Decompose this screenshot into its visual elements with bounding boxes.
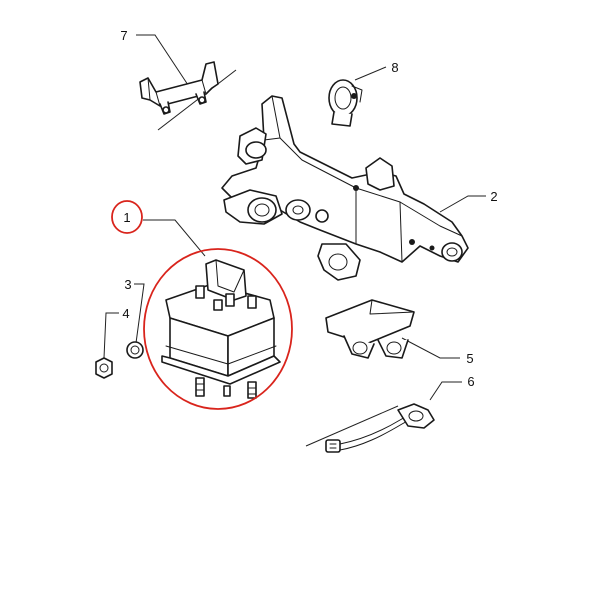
connector-holder-icon bbox=[325, 299, 415, 359]
guide-line-6 bbox=[305, 405, 399, 447]
leader-line-6 bbox=[429, 381, 462, 401]
callout-2: 2 bbox=[490, 189, 497, 204]
leader-line-2 bbox=[439, 195, 486, 213]
leader-line-7 bbox=[136, 34, 191, 89]
relay-module-icon bbox=[161, 259, 281, 399]
relay-module-highlight-circle bbox=[143, 248, 293, 410]
callout-1-highlight-circle bbox=[111, 200, 143, 234]
leader-line-1 bbox=[143, 219, 206, 257]
mounting-bracket-icon bbox=[221, 95, 469, 281]
leader-line-5 bbox=[401, 337, 460, 359]
clamp-bracket-icon bbox=[139, 61, 219, 115]
washer-icon bbox=[126, 341, 144, 359]
highlight-marks bbox=[111, 200, 293, 410]
leader-line-4 bbox=[103, 312, 119, 359]
callout-6: 6 bbox=[467, 374, 474, 389]
callout-5: 5 bbox=[466, 351, 473, 366]
callout-labels: 7 8 2 1 3 4 5 6 bbox=[120, 28, 497, 389]
leader-line-8 bbox=[354, 66, 387, 81]
wiring-harness-icon bbox=[325, 403, 435, 453]
callout-3: 3 bbox=[124, 277, 131, 292]
leader-lines bbox=[103, 34, 486, 447]
cable-clip-icon bbox=[328, 79, 363, 127]
nut-icon bbox=[95, 357, 113, 379]
callout-1: 1 bbox=[123, 210, 130, 225]
guide-line-7 bbox=[157, 69, 237, 131]
leader-line-3 bbox=[134, 283, 145, 344]
callout-4: 4 bbox=[122, 306, 129, 321]
callout-8: 8 bbox=[391, 60, 398, 75]
callout-7: 7 bbox=[120, 28, 127, 43]
